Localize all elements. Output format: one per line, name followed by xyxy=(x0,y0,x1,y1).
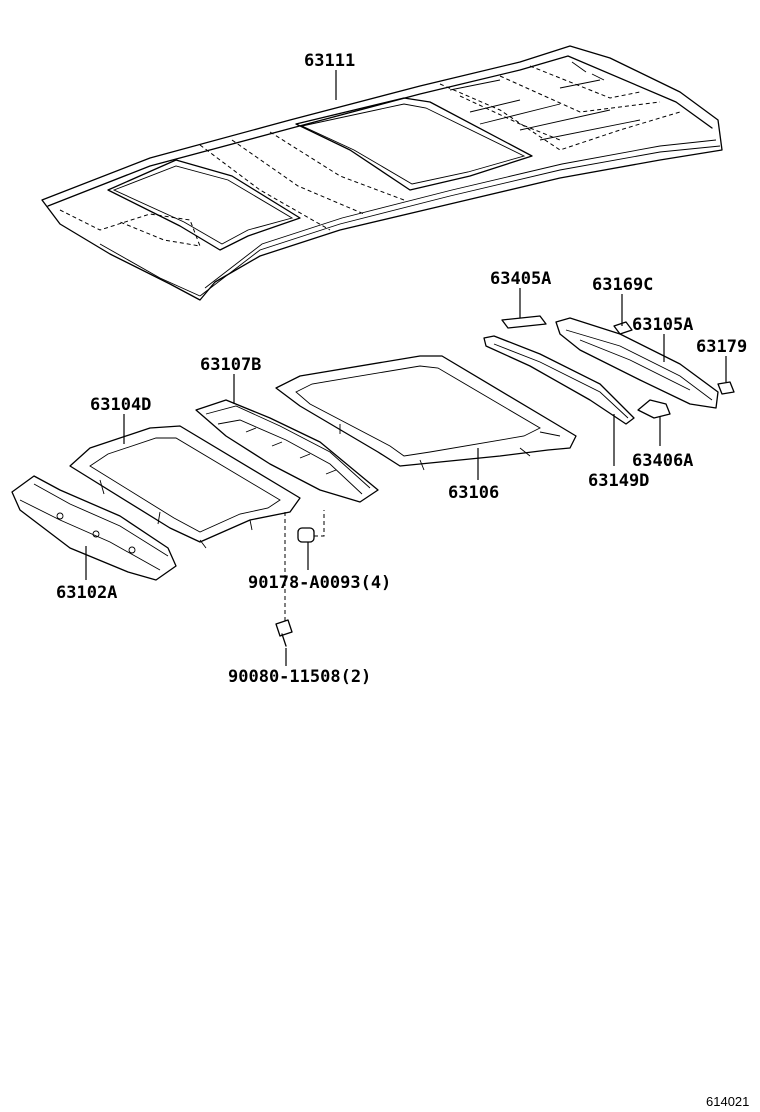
frame-63104d-drawing xyxy=(69,425,301,549)
label-63405a: 63405A xyxy=(490,269,551,289)
label-63111: 63111 xyxy=(304,51,355,71)
leader-lines xyxy=(85,70,727,666)
rear-rail-63149d-drawing xyxy=(483,335,635,425)
pad-63405a-drawing xyxy=(501,315,547,329)
label-63107b: 63107B xyxy=(200,355,261,375)
label-63149d: 63149D xyxy=(588,471,649,491)
label-90080-11508: 90080-11508(2) xyxy=(228,667,371,687)
label-90178-a0093: 90178-A0093(4) xyxy=(248,573,391,593)
bolt-90080-drawing xyxy=(275,619,293,647)
label-63104d: 63104D xyxy=(90,395,151,415)
frame-63106-drawing xyxy=(275,355,577,471)
roof-panel-drawing xyxy=(41,45,723,301)
label-63169c: 63169C xyxy=(592,275,653,295)
assembly-line-clip xyxy=(314,510,325,537)
label-63406a: 63406A xyxy=(632,451,693,471)
bracket-63406a-drawing xyxy=(637,399,671,419)
label-63105a: 63105A xyxy=(632,315,693,335)
label-63179: 63179 xyxy=(696,337,747,357)
clip-90178-drawing xyxy=(297,527,315,543)
label-63106: 63106 xyxy=(448,483,499,503)
label-63102a: 63102A xyxy=(56,583,117,603)
pad-63179-drawing xyxy=(717,381,735,395)
middle-rail-63107b-drawing xyxy=(195,399,379,503)
rear-rail-63105a-drawing xyxy=(555,317,719,409)
pad-63169c-drawing xyxy=(613,321,633,335)
diagram-id: 614021 xyxy=(706,1094,749,1109)
front-rail-63102a-drawing xyxy=(11,475,177,581)
